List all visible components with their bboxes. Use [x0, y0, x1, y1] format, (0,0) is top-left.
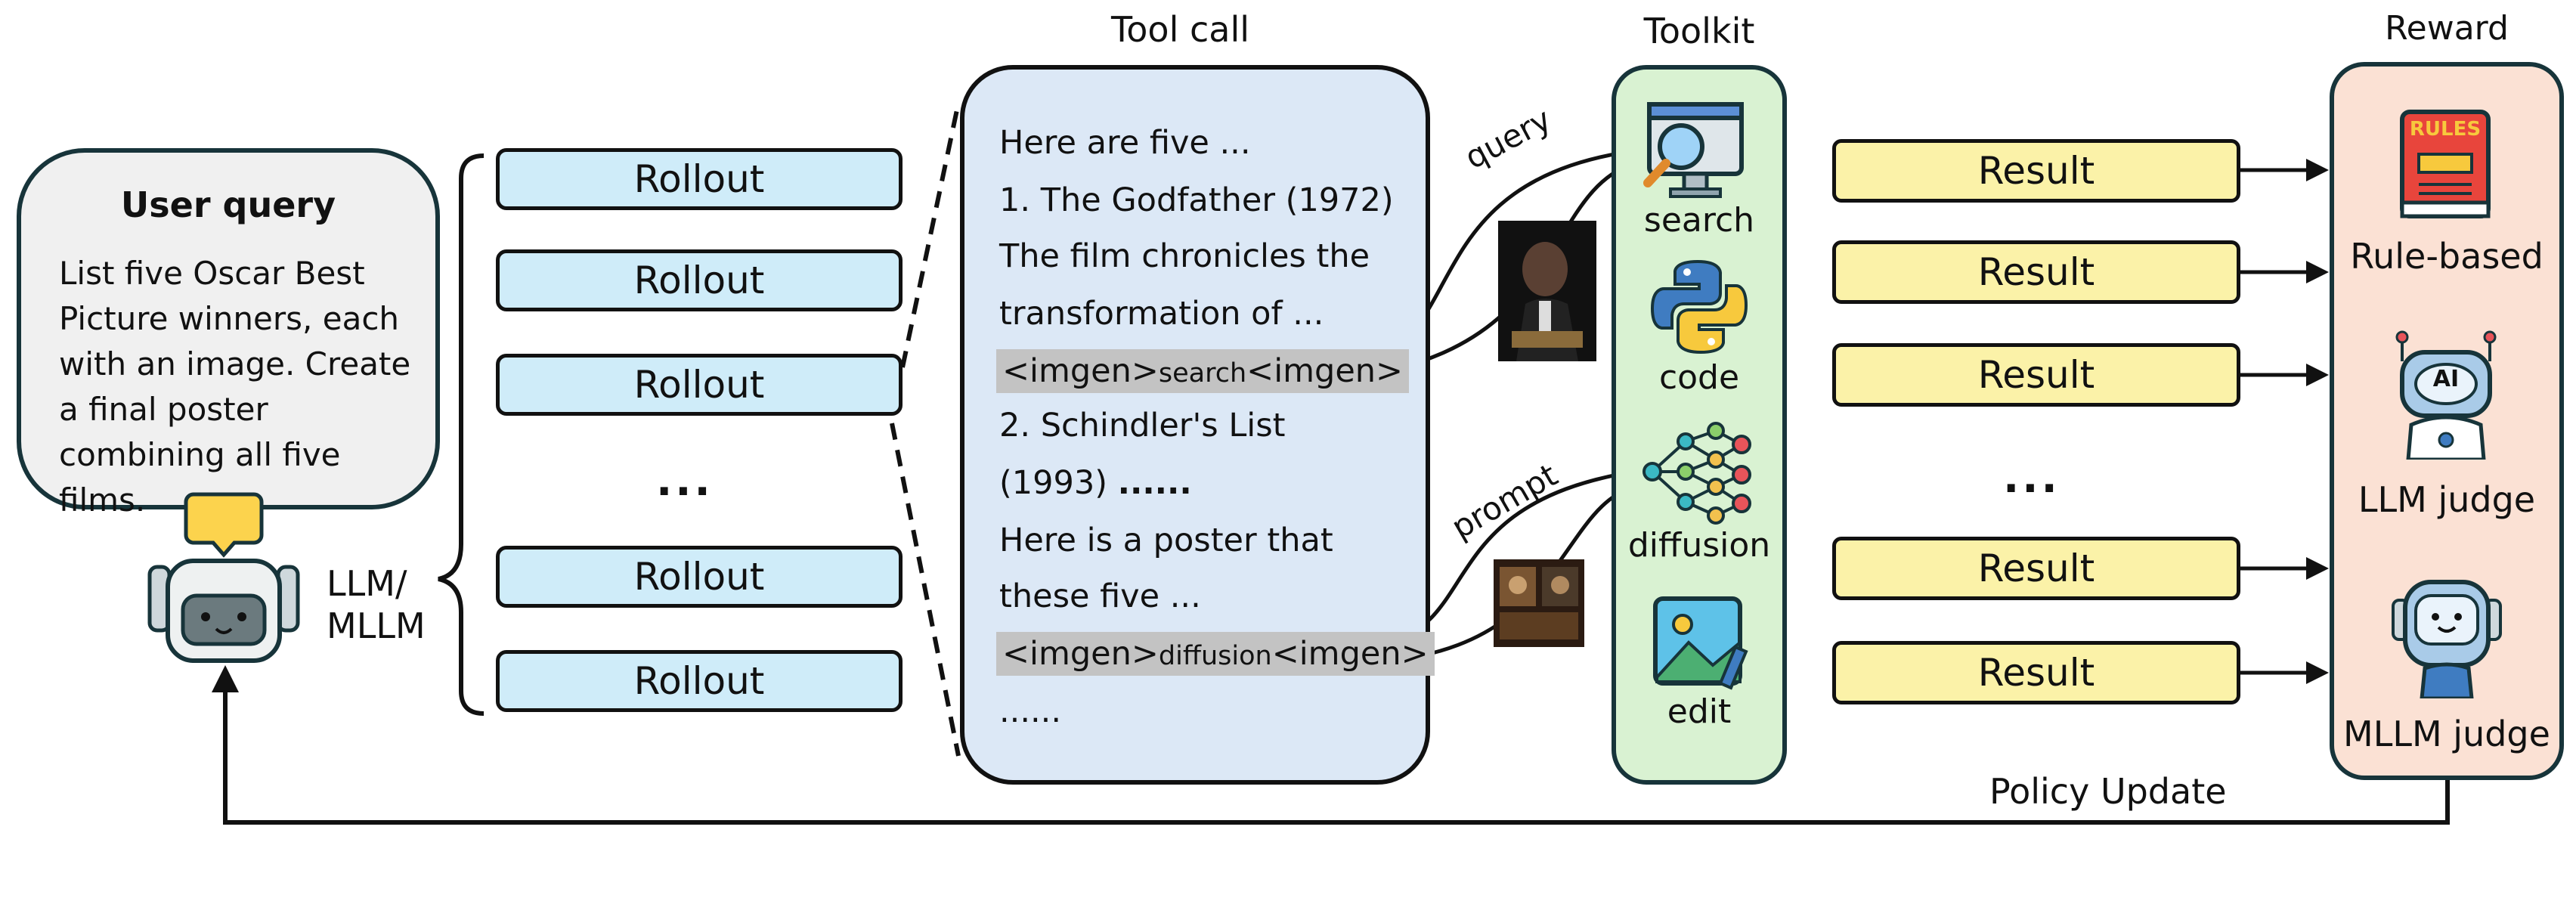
user-query-text: List five Oscar Best Picture winners, ea…	[59, 255, 411, 519]
tool-call-line: transformation of ...	[999, 295, 1324, 333]
result-box: Result	[1832, 641, 2240, 704]
edit-image-icon	[1653, 596, 1748, 690]
tool-label-edit: edit	[1667, 692, 1732, 731]
poster-collage-image	[1494, 559, 1584, 647]
rules-book-icon	[2400, 110, 2491, 218]
reward-label-rule-based: Rule-based	[2350, 236, 2543, 277]
imgen-diffusion-tag: <imgen>diffusion<imgen>	[996, 632, 1435, 676]
result-box: Result	[1832, 240, 2240, 304]
tag-close: <imgen>	[1271, 635, 1429, 673]
rollout-brace	[438, 153, 485, 716]
tool-call-line: The film chronicles the	[999, 237, 1370, 275]
rollout-box: Rollout	[496, 249, 903, 311]
tool-label-diffusion: diffusion	[1627, 526, 1771, 565]
tag-tool-search: search	[1158, 358, 1247, 389]
zoom-line-top	[900, 102, 961, 368]
reward-label-mllm-judge: MLLM judge	[2343, 714, 2550, 754]
imgen-search-tag: <imgen>search<imgen>	[996, 349, 1410, 393]
policy-update-arrow	[212, 665, 2450, 825]
code-icon	[1651, 259, 1748, 355]
result-box: Result	[1832, 537, 2240, 600]
tool-call-line: (1993) ......	[999, 464, 1192, 502]
agent-label-line1: LLM/	[327, 563, 407, 604]
tool-call-line: Here is a poster that	[999, 522, 1333, 559]
result-box: Result	[1832, 139, 2240, 203]
rollout-box: Rollout	[496, 650, 903, 712]
toolkit-heading: Toolkit	[1643, 11, 1755, 51]
tool-label-code: code	[1658, 358, 1740, 397]
mllm-judge-robot-icon	[2392, 580, 2502, 698]
tool-call-line-ellipsis: ......	[1117, 464, 1192, 502]
tool-call-line-text: (1993)	[999, 464, 1118, 502]
rollout-ellipsis: ...	[656, 457, 714, 506]
ai-badge: AI	[2432, 366, 2460, 392]
rules-icon-text: RULES	[2409, 118, 2482, 141]
result-ellipsis: ...	[2003, 454, 2060, 503]
user-query-title: User query	[120, 184, 336, 225]
rollout-box: Rollout	[496, 546, 903, 608]
robot-agent-icon	[147, 492, 300, 663]
search-icon	[1643, 102, 1744, 198]
llm-judge-robot-icon	[2395, 330, 2497, 460]
tag-close: <imgen>	[1246, 352, 1404, 390]
godfather-poster-image	[1498, 221, 1596, 361]
tag-open: <imgen>	[1002, 635, 1159, 673]
agent-label: LLM/ MLLM	[327, 562, 426, 647]
policy-update-label: Policy Update	[1989, 771, 2227, 812]
tool-call-line: 2. Schindler's List	[999, 407, 1286, 444]
tool-call-line: ......	[999, 692, 1062, 730]
user-query-box: User query List five Oscar Best Picture …	[17, 148, 440, 519]
tool-call-line: Here are five ...	[999, 124, 1251, 162]
tool-label-search: search	[1643, 201, 1755, 240]
reward-heading: Reward	[2385, 9, 2509, 48]
zoom-line-bottom	[890, 423, 961, 757]
rollout-box: Rollout	[496, 354, 903, 416]
tool-call-line: 1. The Godfather (1972)	[999, 181, 1394, 219]
diffusion-network-icon	[1643, 422, 1751, 525]
tag-open: <imgen>	[1002, 352, 1159, 390]
agent-label-line2: MLLM	[327, 605, 426, 646]
rollout-box: Rollout	[496, 148, 903, 210]
reward-label-llm-judge: LLM judge	[2358, 479, 2536, 520]
tool-call-heading: Tool call	[1111, 9, 1250, 50]
result-box: Result	[1832, 343, 2240, 407]
tag-tool-diffusion: diffusion	[1158, 641, 1272, 671]
tool-call-line: these five ...	[999, 577, 1201, 615]
